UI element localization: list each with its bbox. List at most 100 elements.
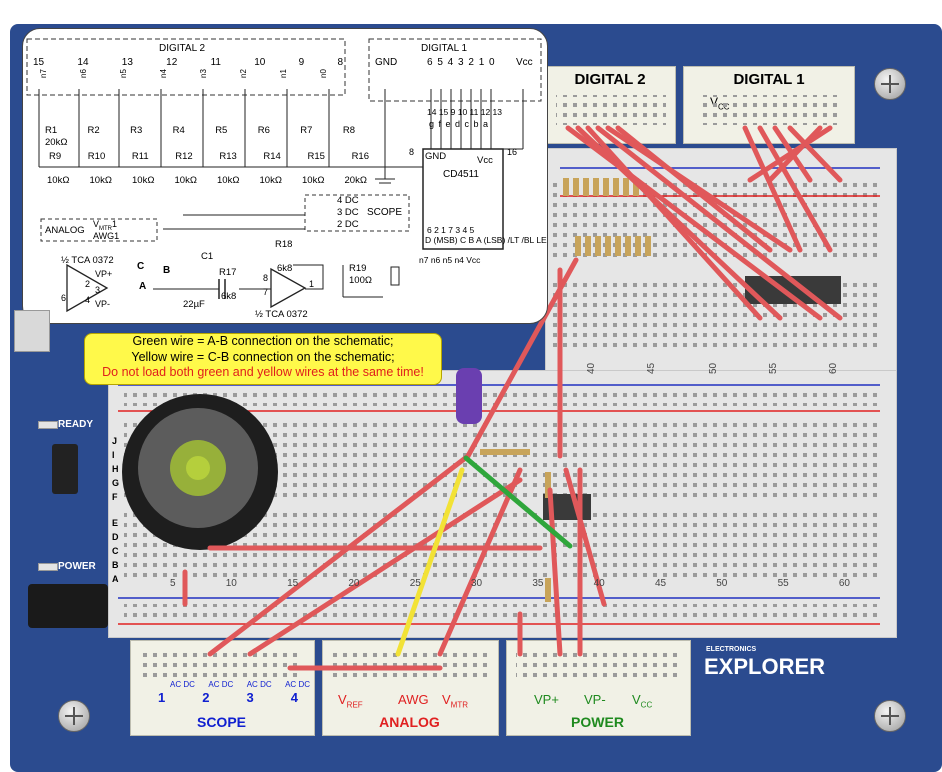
r5-label: R5 [215, 125, 228, 136]
schematic-d2-pin-numbers: 15 14 13 12 11 10 9 8 [33, 57, 343, 68]
n1-label: n1 [278, 69, 288, 78]
chip-vcc-label: Vcc [477, 155, 493, 166]
screw-top-right [874, 68, 906, 100]
svg-text:55: 55 [768, 362, 779, 374]
d2-pin-11: 11 [210, 57, 221, 68]
d2-pin-8: 8 [337, 57, 343, 68]
wiring-note: Green wire = A-B connection on the schem… [84, 333, 442, 385]
r1-label: R1 [45, 125, 58, 136]
c1-label: C1 [201, 251, 214, 262]
r15-label: R15 [307, 151, 325, 162]
ready-switch[interactable] [52, 444, 78, 494]
r17-value: 6k8 [221, 291, 237, 302]
node-b-label: B [163, 265, 171, 276]
scope-ch-3: 3 [246, 690, 254, 705]
power-vp-minus-label: VP- [584, 692, 606, 707]
r13-value: 10kΩ [217, 175, 240, 186]
screw-bottom-left [58, 700, 90, 732]
col-35: 35 [532, 578, 544, 589]
n-labels: n7 n6 n5 n4 n3 n2 n1 n0 [23, 69, 343, 78]
svg-text:60: 60 [828, 362, 839, 374]
col-55: 55 [777, 578, 789, 589]
scope-ch-4: 4 [290, 690, 298, 705]
chip-bottom-pin-numbers: 6 2 1 7 3 4 5 [427, 225, 475, 235]
col-30: 30 [471, 578, 483, 589]
digital1-label: DIGITAL 1 [733, 71, 805, 88]
red-wires [182, 125, 843, 671]
r-top-value-label: 20kΩ [45, 137, 68, 148]
digital2-header-holes [556, 95, 666, 125]
power-label: POWER [58, 561, 96, 572]
opamp-1-symbol [66, 263, 109, 313]
schematic-d1-pins: 6 5 4 3 2 1 0 [427, 57, 496, 68]
side-connector[interactable] [14, 310, 50, 352]
chip-pin8-label: 8 [409, 147, 415, 157]
r19-label: R19 [349, 263, 367, 274]
r11-value: 10kΩ [132, 175, 155, 186]
schematic-panel: DIGITAL 2 DIGITAL 1 15 14 13 12 11 10 9 … [22, 28, 548, 324]
r6-label: R6 [257, 125, 270, 136]
scope-ch3-label: 3 DC [337, 207, 359, 218]
col-50: 50 [716, 578, 728, 589]
chip-gnd-label: GND [425, 151, 447, 162]
schematic-drawing [26, 38, 542, 313]
d2-pin-9: 9 [298, 57, 305, 68]
schematic-analog-label: ANALOG [45, 225, 85, 236]
r17-label: R17 [219, 267, 237, 278]
r-bottom-labels: R9 R10 R11 R12 R13 R14 R15 R16 [49, 151, 369, 162]
note-line-2: Yellow wire = C-B connection on the sche… [131, 349, 395, 364]
opamp2-pin7: 7 [263, 287, 269, 297]
n2-label: n2 [238, 69, 248, 78]
r4-label: R4 [172, 125, 185, 136]
n3-label: n3 [198, 69, 208, 78]
row-d: D [112, 532, 119, 542]
chip-top-pin-numbers: 14 15 9 10 11 12 13 [427, 107, 502, 117]
r19-value: 100Ω [349, 275, 372, 286]
n6-label: n6 [78, 69, 88, 78]
d2-pin-10: 10 [254, 57, 266, 68]
r-top-labels: R1 R2 R3 R4 R5 R6 R7 R8 [45, 125, 355, 136]
analog-header-holes [332, 650, 488, 680]
chip-name-label: CD4511 [443, 169, 479, 180]
power-vp-plus-label: VP+ [534, 692, 559, 707]
row-h: H [112, 464, 119, 474]
resistor-array-upper [563, 178, 639, 196]
opamp-2-symbol [270, 267, 307, 309]
opamp2-pin1: 1 [309, 279, 315, 289]
scope-ch4-label: 4 DC [337, 195, 359, 206]
analog-vmtr-label: VMTR [442, 692, 468, 710]
col-40: 40 [593, 578, 605, 589]
row-j: J [112, 436, 118, 446]
scope-acdc-3: AC DC [246, 680, 272, 689]
power-jack[interactable] [28, 584, 108, 628]
opamp1-pin2: 2 [85, 279, 91, 289]
r14-label: R14 [263, 151, 281, 162]
opamp1-pin4: 4 [85, 295, 91, 305]
schematic-digital1-title: DIGITAL 1 [421, 43, 468, 54]
scope-label: SCOPE [196, 714, 246, 730]
lower-rail-holes-bottom [124, 604, 880, 618]
scope-acdc-1: AC DC [170, 680, 195, 689]
vp-minus-label: VP- [95, 299, 111, 309]
opamp2-pin8: 8 [263, 273, 269, 283]
capacitor-c1 [456, 368, 482, 424]
schematic-digital2-title: DIGITAL 2 [159, 43, 206, 54]
node-c-label: C [137, 261, 145, 272]
r14-value: 10kΩ [259, 175, 282, 186]
r9-label: R9 [49, 151, 62, 162]
row-letters-left-top: F G H I J [112, 436, 119, 502]
note-line-1: Green wire = A-B connection on the schem… [132, 334, 394, 348]
row-letters-left-bottom: A B C D E [112, 518, 119, 584]
vref-label: VREF [338, 692, 363, 710]
row-a: A [112, 574, 119, 584]
svg-text:45: 45 [646, 362, 657, 374]
d2-pin-12: 12 [166, 57, 178, 68]
note-line-3: Do not load both green and yellow wires … [102, 365, 424, 379]
r7-label: R7 [300, 125, 313, 136]
analog-awg-label: AWG [398, 692, 429, 707]
chip-bottom-net-names: n7 n6 n5 n4 Vcc [419, 255, 481, 265]
r2-label: R2 [87, 125, 100, 136]
c1-value: 22µF [183, 299, 205, 310]
